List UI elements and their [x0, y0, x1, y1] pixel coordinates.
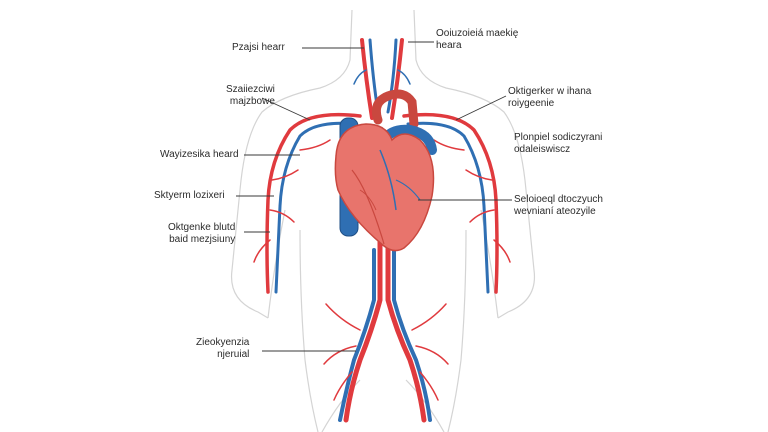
heart	[334, 89, 437, 252]
label-left-5: Oktgenke blutd baid mezjsiuny	[168, 222, 236, 245]
leader-lines	[236, 41, 512, 352]
label-right-2: Oktigerker w ihana roiygeenie	[508, 86, 592, 109]
label-left-4: Sktyerm lozixeri	[154, 190, 225, 201]
label-left-6: Zieokyenzia njeruial	[196, 337, 250, 360]
label-right-3: Plonpiel sodiczyrani odaleiswiscz	[514, 132, 603, 155]
trunk-vessels	[323, 237, 449, 423]
label-right-1: Ooiuzoieiá maekię heara	[436, 28, 519, 51]
body-outline	[230, 9, 536, 432]
label-right-4: Seloioeql dtoczyuch wevnianí ateozyile	[514, 194, 603, 217]
label-left-3: Wayizesika heard	[160, 149, 239, 160]
arm-vessels	[253, 112, 511, 294]
neck-vessels	[353, 38, 411, 120]
label-left-1: Pzajsi hearr	[232, 42, 285, 53]
label-left-2: Szaiiezciwi majzbowe	[226, 84, 275, 107]
